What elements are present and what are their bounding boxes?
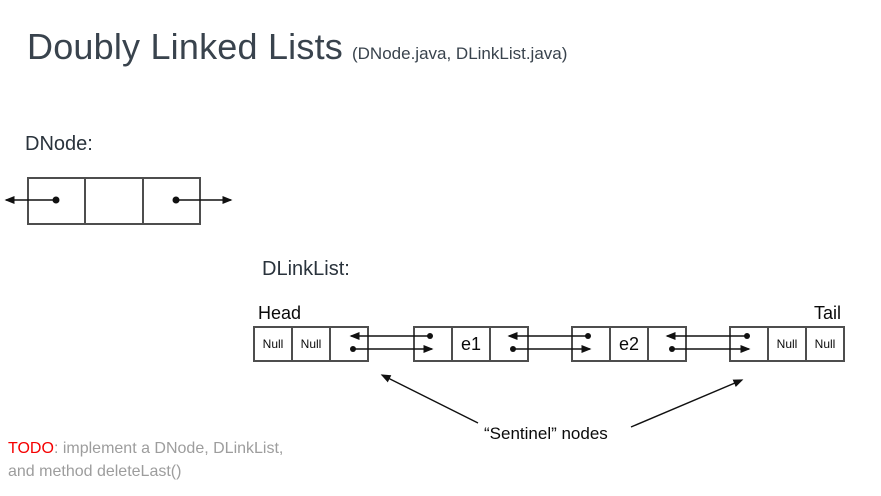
head-label: Head (258, 303, 302, 323)
todo-line-1: TODO: implement a DNode, DLinkList, (8, 437, 283, 460)
sentinel-nodes-label: “Sentinel” nodes (484, 424, 608, 443)
e2-element-cell: e2 (611, 328, 649, 360)
tail-label: Tail (814, 303, 842, 323)
e1-node: e1 (413, 326, 529, 362)
dnode-prev-cell (29, 179, 87, 223)
todo-note: TODO: implement a DNode, DLinkList, and … (8, 437, 283, 483)
dnode-next-cell (144, 179, 199, 223)
e2-node: e2 (571, 326, 687, 362)
head-prev-cell: Null (255, 328, 293, 360)
e1-next-cell (491, 328, 527, 360)
tail-next-cell: Null (814, 337, 836, 351)
tail-element-cell: Null (769, 328, 807, 360)
dlinklist-label: DLinkList: (262, 258, 350, 280)
sentinel-right-arrow (630, 379, 744, 428)
title-filenames: (DNode.java, DLinkList.java) (351, 44, 568, 63)
page-title: Doubly Linked Lists (DNode.java, DLinkLi… (27, 26, 567, 68)
todo-line1-text: : implement a DNode, DLinkList, (53, 440, 284, 457)
dnode-element-cell (86, 179, 144, 223)
e2-next-cell (649, 328, 685, 360)
head-element-cell: Null (293, 328, 331, 360)
e1-prev-cell (415, 328, 453, 360)
sentinel-left-arrow (380, 374, 479, 424)
todo-keyword: TODO (8, 440, 54, 457)
head-next-cell (331, 328, 367, 360)
todo-line-2: and method deleteLast() (8, 463, 182, 480)
e1-element-cell: e1 (453, 328, 491, 360)
tail-prev-cell (731, 328, 769, 360)
sentinel-tail-node: Null Null (729, 326, 845, 362)
title-text: Doubly Linked Lists (27, 26, 343, 67)
e2-prev-cell (573, 328, 611, 360)
dnode-diagram (27, 177, 201, 225)
dnode-label: DNode: (25, 133, 93, 155)
sentinel-head-node: Null Null (253, 326, 369, 362)
